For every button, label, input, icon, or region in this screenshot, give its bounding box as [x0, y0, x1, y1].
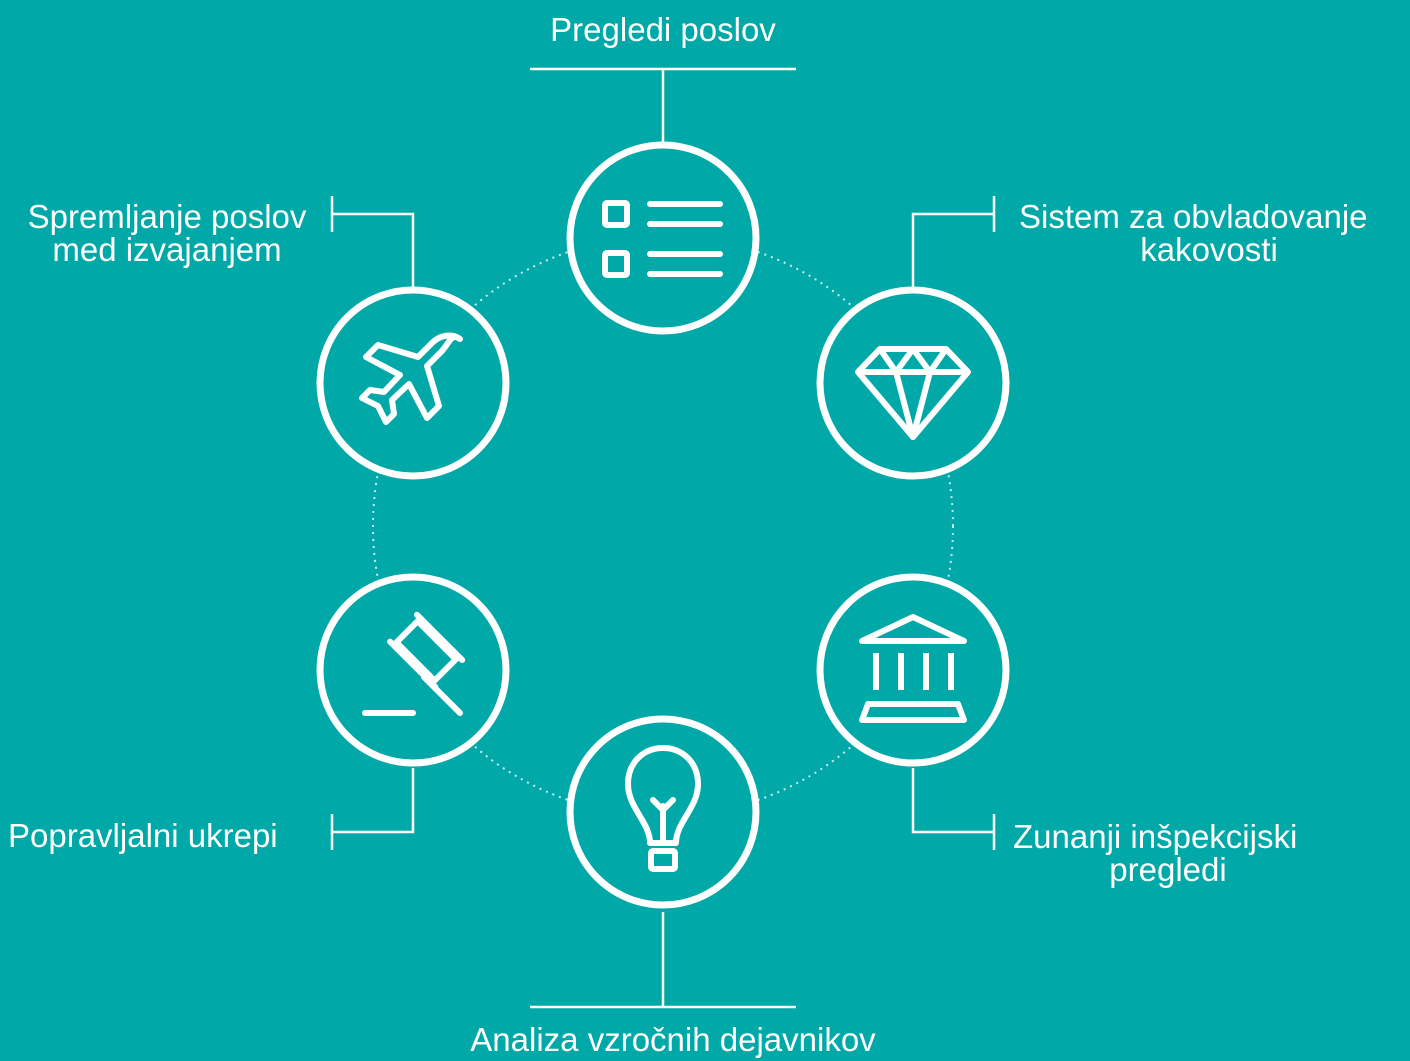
- connector-upper-left: [332, 212, 415, 290]
- label-upper-left: Spremljanje poslov med izvajanjem: [8, 200, 326, 266]
- label-top-line-1: Pregledi poslov: [550, 11, 776, 48]
- label-lower-left: Popravljalni ukrepi: [8, 819, 328, 852]
- diamond-icon: [855, 346, 971, 440]
- bank-building-icon: [859, 614, 967, 723]
- label-lower-left-line-1: Popravljalni ukrepi: [8, 817, 278, 854]
- node-circle-lower-left: [316, 573, 510, 767]
- checklist-icon: [602, 200, 723, 278]
- label-lower-right-line-2: pregledi: [1109, 851, 1227, 888]
- connector-lower-left: [332, 768, 415, 834]
- label-bottom-line-1: Analiza vzročnih dejavnikov: [470, 1021, 876, 1058]
- connector-lower-right: [911, 768, 994, 834]
- label-lower-right-line-1: Zunanji inšpekcijski: [1013, 818, 1298, 855]
- label-upper-right-line-1: Sistem za obvladovanje: [1019, 198, 1368, 235]
- label-upper-left-line-2: med izvajanjem: [52, 231, 282, 268]
- connector-upper-right: [911, 212, 994, 290]
- node-circle-upper-right: [816, 286, 1010, 480]
- node-circle-upper-left: [316, 286, 510, 480]
- label-lower-right: Zunanji inšpekcijski pregledi: [1013, 820, 1343, 886]
- node-circle-lower-right: [816, 573, 1010, 767]
- airplane-icon: [359, 332, 463, 425]
- label-upper-left-line-1: Spremljanje poslov: [27, 198, 307, 235]
- node-circles: [316, 141, 1010, 909]
- label-upper-right: Sistem za obvladovanje kakovosti: [1019, 200, 1399, 266]
- node-circle-top: [566, 141, 760, 335]
- label-bottom: Analiza vzročnih dejavnikov: [413, 1023, 933, 1056]
- gavel-icon: [362, 611, 466, 716]
- label-top: Pregledi poslov: [463, 13, 863, 46]
- connectors: [330, 67, 996, 1009]
- label-upper-right-line-2: kakovosti: [1140, 231, 1278, 268]
- lightbulb-icon: [625, 745, 701, 872]
